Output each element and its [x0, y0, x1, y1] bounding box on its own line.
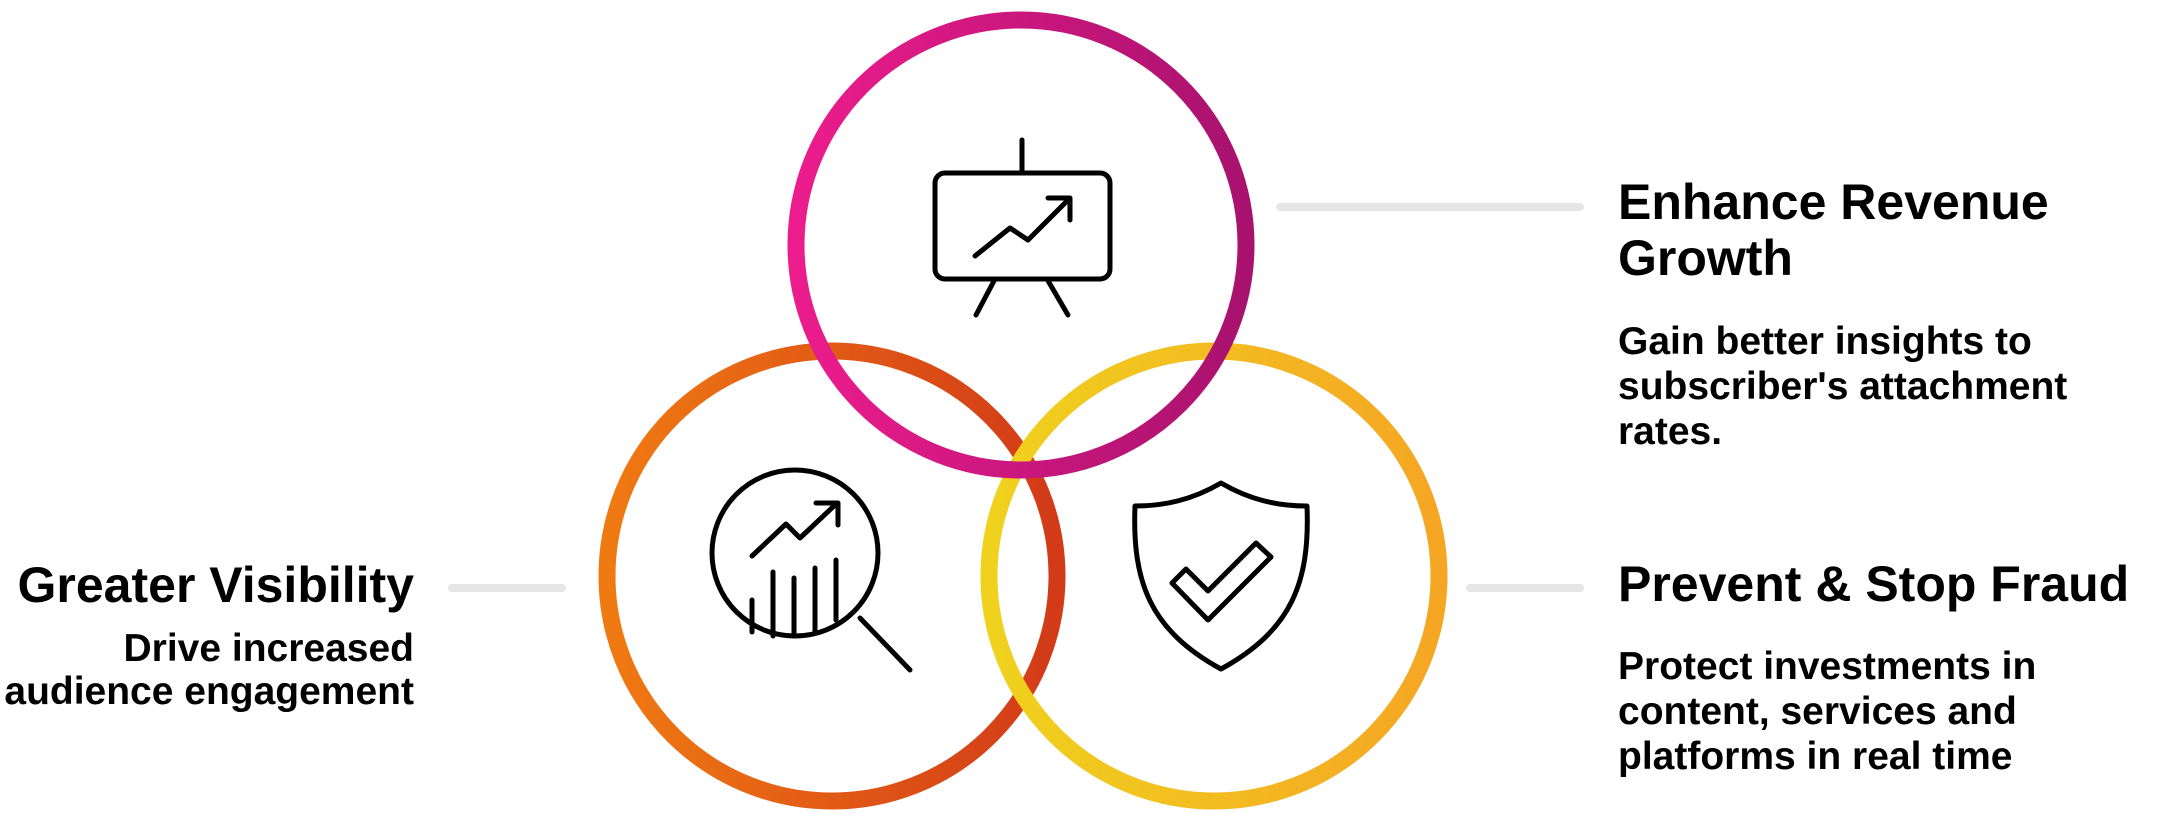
ring-top	[787, 11, 1255, 479]
presentation-chart-icon	[932, 137, 1113, 318]
revenue-heading: Enhance Revenue Growth	[1618, 174, 2049, 286]
revenue-text-block: Enhance Revenue Growth Gain better insig…	[1618, 174, 2138, 454]
analytics-search-icon	[709, 467, 913, 673]
revenue-description: Gain better insights to subscriber's att…	[1618, 320, 2068, 453]
visibility-text-block: Greater Visibility Drive increased audie…	[0, 557, 414, 713]
visibility-heading: Greater Visibility	[17, 557, 414, 613]
visibility-description: Drive increased audience engagement	[4, 627, 414, 713]
fraud-heading: Prevent & Stop Fraud	[1618, 556, 2130, 612]
fraud-text-block: Prevent & Stop Fraud Protect investments…	[1618, 556, 2158, 779]
shield-check-icon	[1132, 480, 1310, 672]
fraud-description: Protect investments in content, services…	[1618, 645, 2037, 778]
